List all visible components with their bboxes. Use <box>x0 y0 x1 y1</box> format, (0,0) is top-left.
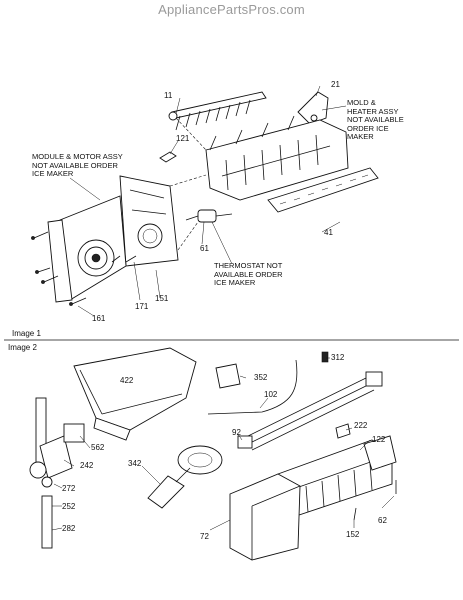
ice-bin-part <box>73 347 197 441</box>
wire-part <box>207 359 298 415</box>
label-312: 312 <box>331 353 345 362</box>
screws-image2 <box>353 480 397 521</box>
water-valve-assembly <box>29 397 85 549</box>
note-thermostat: THERMOSTAT NOT AVAILABLE ORDER ICE MAKER <box>214 261 283 287</box>
retainer-part <box>215 363 241 389</box>
label-102: 102 <box>264 390 278 399</box>
label-272: 272 <box>62 484 76 493</box>
label-171: 171 <box>135 302 149 311</box>
label-62: 62 <box>378 516 387 525</box>
bracket-part <box>297 91 329 125</box>
label-222: 222 <box>354 421 368 430</box>
section-label-image1: Image 1 <box>12 329 41 338</box>
mold-heater-assembly <box>205 115 349 201</box>
label-282: 282 <box>62 524 76 533</box>
label-422: 422 <box>120 376 134 385</box>
note-module-motor: MODULE & MOTOR ASSY NOT AVAILABLE ORDER … <box>32 152 123 178</box>
label-352: 352 <box>254 373 268 382</box>
heater-strip-part <box>267 167 379 213</box>
note-mold-heater: MOLD & HEATER ASSY NOT AVAILABLE ORDER I… <box>347 98 404 141</box>
screws-image1 <box>31 231 137 306</box>
section-label-image2: Image 2 <box>8 343 37 352</box>
label-252: 252 <box>62 502 76 511</box>
thermostat-part <box>185 209 233 223</box>
module-motor-assembly <box>47 175 179 303</box>
label-11: 11 <box>164 91 173 100</box>
label-72: 72 <box>200 532 209 541</box>
label-121: 121 <box>176 134 190 143</box>
wire-harness-part <box>237 371 383 451</box>
clip-part <box>159 151 177 163</box>
label-342: 342 <box>128 459 142 468</box>
label-151: 151 <box>155 294 169 303</box>
label-562: 562 <box>91 443 105 452</box>
leader-lines-image2 <box>51 357 395 531</box>
watermark: AppliancePartsPros.com <box>158 2 305 17</box>
fill-tube-part <box>147 445 223 509</box>
label-122: 122 <box>372 435 386 444</box>
label-242: 242 <box>80 461 94 470</box>
label-92: 92 <box>232 428 241 437</box>
ejector-part <box>168 91 267 131</box>
label-161: 161 <box>92 314 106 323</box>
connector-312-part <box>321 351 329 363</box>
label-41: 41 <box>324 228 333 237</box>
label-61: 61 <box>200 244 209 253</box>
label-21: 21 <box>331 80 340 89</box>
sensor-part <box>335 423 351 439</box>
label-152: 152 <box>346 530 360 539</box>
cover-part <box>229 473 301 561</box>
leader-lines-image1 <box>69 85 347 317</box>
